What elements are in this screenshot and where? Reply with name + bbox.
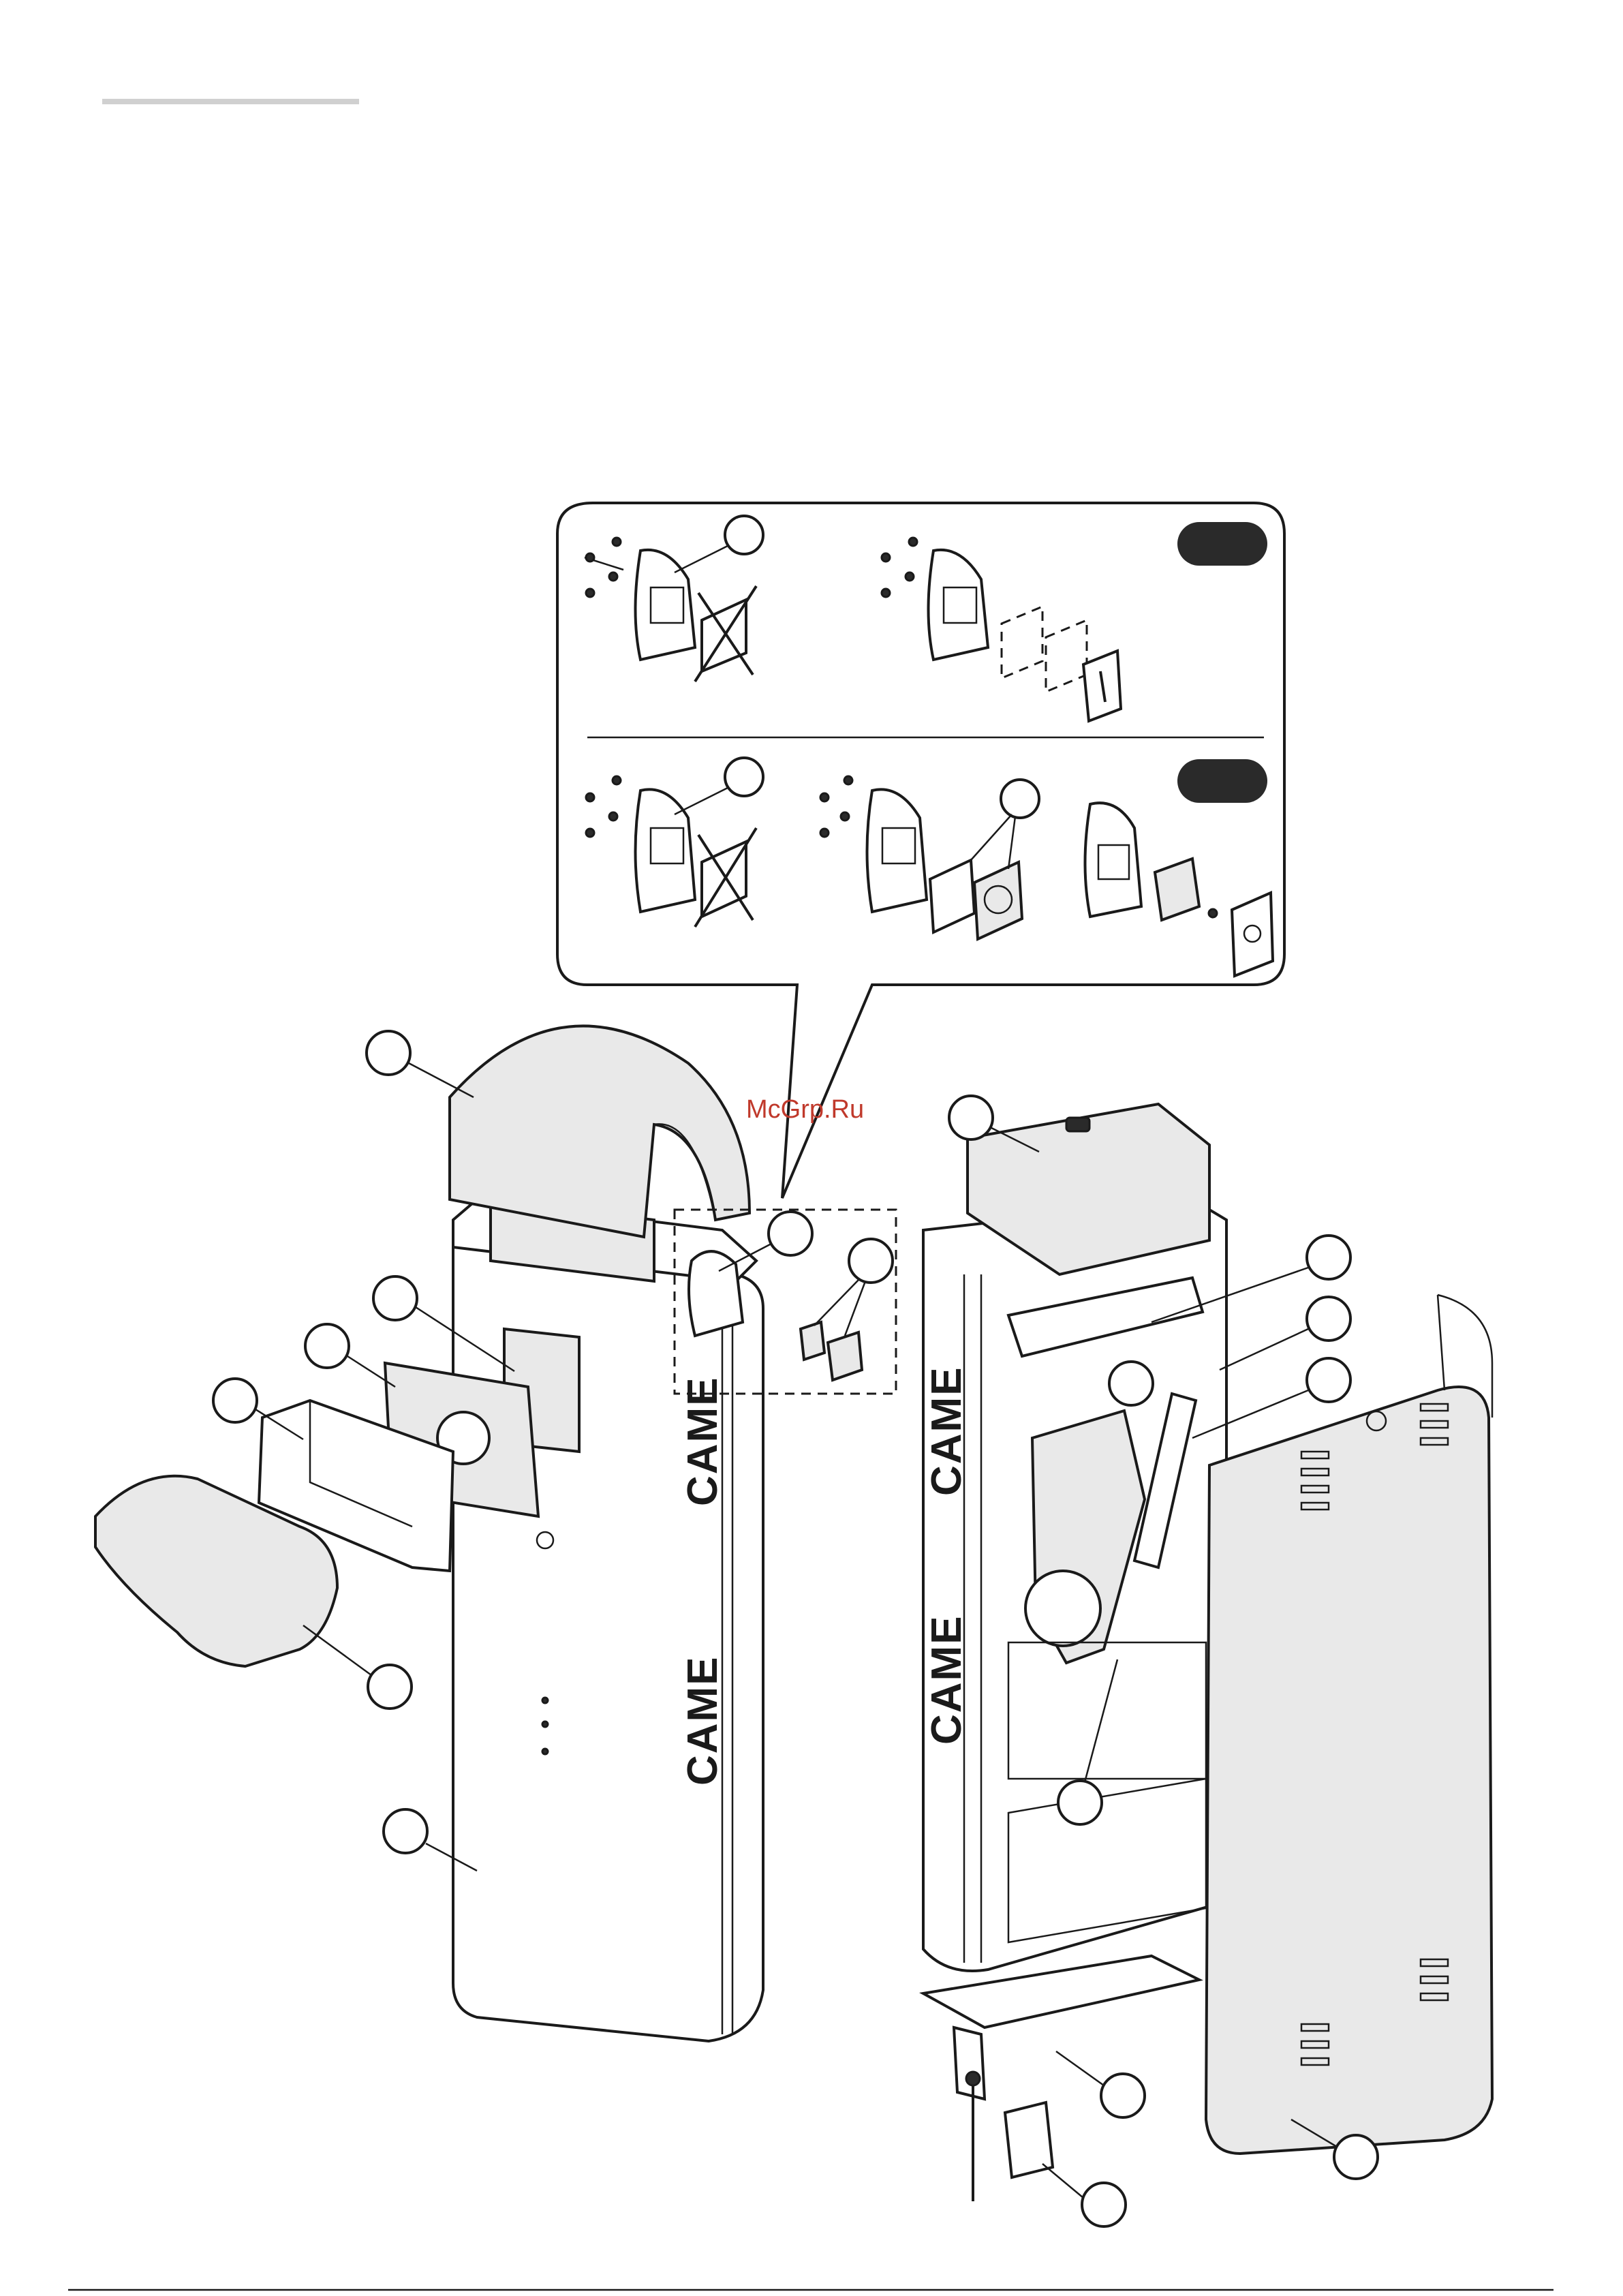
callout-dome-cover [367,1031,410,1075]
option-badge-bottom [1177,759,1267,803]
header-rule [102,99,359,104]
callout-side-cover [1334,2135,1378,2179]
watermark: McGrp.Ru [746,1095,864,1124]
detail-bottom-left [586,776,756,927]
left-barrier-housing: CAME CAME [95,1026,896,2041]
gasket-icon [930,860,974,932]
dome-cover [450,1026,749,1237]
detail-bottom-right [1085,803,1273,976]
callout-anchor [1082,2183,1126,2226]
came-logo-right-lower: CAME [923,1614,970,1745]
callout-crossbar [1307,1236,1350,1279]
callout-plate-small [373,1276,417,1320]
callout-bracket [213,1379,257,1422]
callout-zoom-1 [769,1212,812,1255]
right-barrier-housing: CAME CAME [923,1096,1492,2226]
callout-detail-2 [725,758,763,796]
callout-pin [1307,1297,1350,1341]
side-cover [1206,1387,1492,2154]
detail-top-right [882,538,1121,721]
screw-icon [585,538,623,597]
callout-lever-arm [1307,1358,1350,1402]
detail-top-left [585,538,756,682]
callout-detail-1 [725,516,763,554]
callout-gear-motor [1058,1781,1102,1824]
callout-end-cap [368,1665,412,1709]
option-badge-top [1177,522,1267,566]
detail-bottom-middle [820,776,1022,939]
callout-foundation-plate [1101,2074,1145,2117]
came-logo-left-lower: CAME [679,1655,726,1786]
callout-control-box [949,1096,993,1139]
came-logo-left-upper: CAME [679,1376,726,1506]
came-logo-right-upper: CAME [923,1366,970,1496]
callout-zoom-2 [849,1239,893,1283]
callout-plate-large [305,1324,349,1368]
callout-detail-3 [1001,780,1039,818]
callout-cabinet [384,1809,427,1853]
